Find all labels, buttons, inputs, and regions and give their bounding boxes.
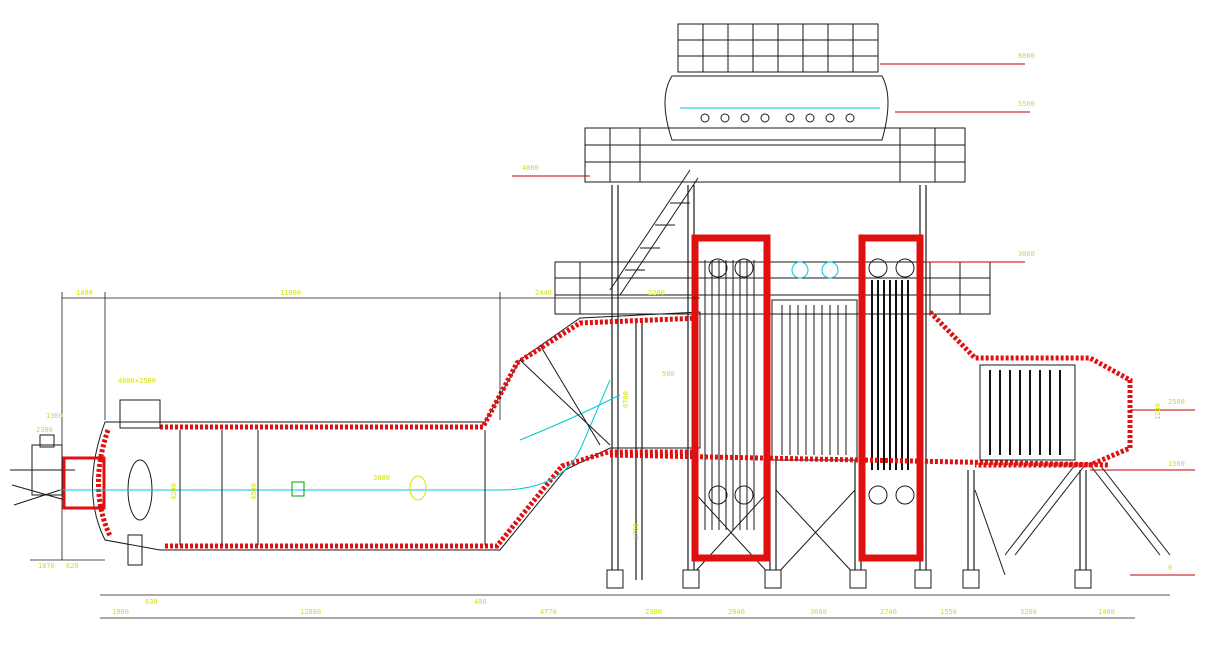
note-outlet-height: 6700 <box>622 391 630 408</box>
elev-8: 3000 <box>373 474 390 482</box>
dim-bottom-8: 1550 <box>940 608 957 616</box>
dim-left-1: 2300 <box>36 426 53 434</box>
dim-bottom-5: 2040 <box>728 608 745 616</box>
elev-6: 1500 <box>1168 460 1185 468</box>
outlet-duct <box>928 310 1133 468</box>
elev-9: 0 <box>1168 564 1172 572</box>
column-footings <box>606 569 1092 589</box>
furnace-refractory-lining <box>95 315 701 549</box>
furnace-gas-centerline <box>60 379 621 491</box>
furnace-manhole <box>119 399 161 566</box>
dim-bottom-9: 3200 <box>1020 608 1037 616</box>
support-columns <box>611 185 1087 580</box>
elev-4: 3000 <box>1018 250 1035 258</box>
dim-bottom-7: 2740 <box>880 608 897 616</box>
dim-left-6: 400 <box>474 598 487 606</box>
dim-bottom-2: 12800 <box>300 608 321 616</box>
note-duct-height: 1200 <box>1154 403 1162 420</box>
elevation-leaders <box>512 63 1195 576</box>
top-steel-grid <box>677 23 879 73</box>
note-lower-height: 1760 <box>632 523 640 540</box>
note-burner-opening: 4000×2500 <box>118 377 156 385</box>
dim-left-2: 1300 <box>46 412 63 420</box>
dim-left-5: 630 <box>145 598 158 606</box>
dim-left-3: 620 <box>66 562 79 570</box>
dim-bottom-3: 4770 <box>540 608 557 616</box>
dim-bottom-4: 2300 <box>645 608 662 616</box>
elev-7: 500 <box>662 370 675 378</box>
note-furnace-dia: 4200 <box>170 483 178 500</box>
elev-3: 4000 <box>522 164 539 172</box>
note-shell-dia: 4500 <box>250 483 258 500</box>
elev-2: 5500 <box>1018 100 1035 108</box>
elev-1: 8000 <box>1018 52 1035 60</box>
waterwall-bank-left <box>691 234 771 562</box>
dimension-labels: 1400 11000 2440 2200 1000 12800 4770 230… <box>36 52 1185 616</box>
dimension-lines <box>30 292 1170 619</box>
dim-top-3: 2440 <box>535 289 552 297</box>
furnace-internals <box>179 344 611 545</box>
superheater-bank-right <box>858 234 924 562</box>
dim-top-2: 11000 <box>280 289 301 297</box>
dim-left-4: 1870 <box>38 562 55 570</box>
dim-bottom-1: 1000 <box>112 608 129 616</box>
elev-5: 2500 <box>1168 398 1185 406</box>
stairway <box>609 169 1171 556</box>
dim-bottom-6: 3680 <box>810 608 827 616</box>
steam-drum <box>664 75 889 141</box>
dim-top-1: 1400 <box>76 289 93 297</box>
furnace-shell <box>92 311 701 551</box>
burner-assembly <box>10 434 106 510</box>
bottom-flue-duct <box>609 452 1111 468</box>
convection-bank-middle <box>771 261 858 461</box>
dim-bottom-10: 1400 <box>1098 608 1115 616</box>
upper-platform <box>584 127 966 183</box>
dim-top-4: 2200 <box>648 289 665 297</box>
